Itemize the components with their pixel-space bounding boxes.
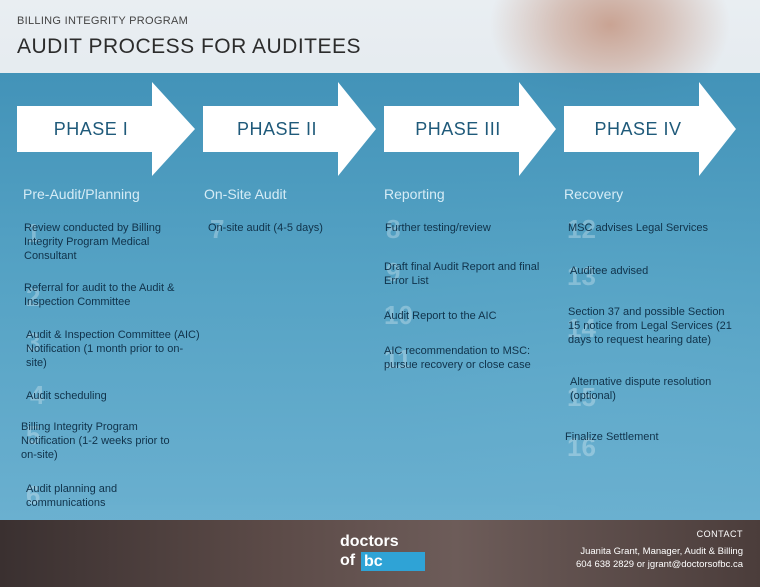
phase-4-subtitle: Recovery xyxy=(564,186,624,202)
phase-1-arrow: PHASE I xyxy=(17,82,195,176)
step-number: 14 xyxy=(567,313,596,343)
phase-1-label: PHASE I xyxy=(53,119,129,139)
step-number: 13 xyxy=(567,261,596,291)
step-number: 8 xyxy=(386,214,401,244)
step-text: Referral for audit to the Audit & Inspec… xyxy=(24,282,175,308)
step-number: 7 xyxy=(210,214,225,244)
doctors-of-bc-logo: doctors of bc xyxy=(340,533,430,573)
step-text: Audit & Inspection Committee (AIC) Notif… xyxy=(26,329,200,369)
step-text: AIC recommendation to MSC: pursue recove… xyxy=(384,345,531,371)
program-subtitle: BILLING INTEGRITY PROGRAM xyxy=(17,15,189,27)
phase-3-subtitle: Reporting xyxy=(384,186,445,202)
step-text: MSC advises Legal Services xyxy=(568,222,709,234)
step-text: Auditee advised xyxy=(570,265,649,277)
contact-name: Juanita Grant, Manager, Audit & Billing xyxy=(580,546,743,557)
arrow-shape-icon xyxy=(17,82,195,176)
step-number: 5 xyxy=(26,420,41,450)
logo-text-bc: bc xyxy=(361,552,425,571)
step-number: 4 xyxy=(30,380,45,410)
step-text: Finalize Settlement xyxy=(565,431,659,443)
step-text: Draft final Audit Report and final Error… xyxy=(384,261,540,287)
step-number: 3 xyxy=(26,327,41,357)
arrow-shape-icon xyxy=(384,82,556,176)
logo-text-of: of xyxy=(340,552,356,569)
phase-3-arrow: PHASE III xyxy=(384,82,559,176)
phase-2-label: PHASE II xyxy=(236,119,318,139)
step-text: On-site audit (4-5 days) xyxy=(208,222,323,234)
step-number: 6 xyxy=(26,480,41,510)
step-number: 11 xyxy=(384,344,412,374)
step-text: Further testing/review xyxy=(385,222,491,234)
step-number: 2 xyxy=(26,282,41,312)
step-number: 12 xyxy=(567,214,596,244)
step-text: Billing Integrity Program Notification (… xyxy=(21,421,170,461)
step-number: 15 xyxy=(567,382,596,412)
phase-2-subtitle: On-Site Audit xyxy=(204,186,287,202)
phase-2-arrow: PHASE II xyxy=(203,82,378,176)
logo-text-doctors: doctors xyxy=(340,533,399,550)
phase-3-label: PHASE III xyxy=(415,119,501,139)
step-number: 10 xyxy=(384,300,413,330)
contact-info: 604 638 2829 or jgrant@doctorsofbc.ca xyxy=(575,559,743,570)
step-number: 16 xyxy=(567,432,596,462)
step-text: Section 37 and possible Section 15 notic… xyxy=(568,306,732,346)
step-text: Audit scheduling xyxy=(26,390,107,402)
contact-heading: CONTACT xyxy=(696,529,743,539)
phase-1-subtitle: Pre-Audit/Planning xyxy=(23,186,140,202)
page-title: AUDIT PROCESS FOR AUDITEES xyxy=(17,35,362,58)
step-text: Audit planning and communications xyxy=(26,483,118,509)
step-text: Audit Report to the AIC xyxy=(384,310,497,322)
step-text: Alternative dispute resolution (optional… xyxy=(570,376,712,402)
arrow-shape-icon xyxy=(564,82,736,176)
step-number: 1 xyxy=(26,218,41,248)
step-text: Review conducted by Billing Integrity Pr… xyxy=(24,222,161,262)
phase-4-arrow: PHASE IV xyxy=(564,82,739,176)
phase-4-label: PHASE IV xyxy=(594,119,682,139)
arrow-shape-icon xyxy=(203,82,376,176)
step-number: 9 xyxy=(386,257,401,287)
